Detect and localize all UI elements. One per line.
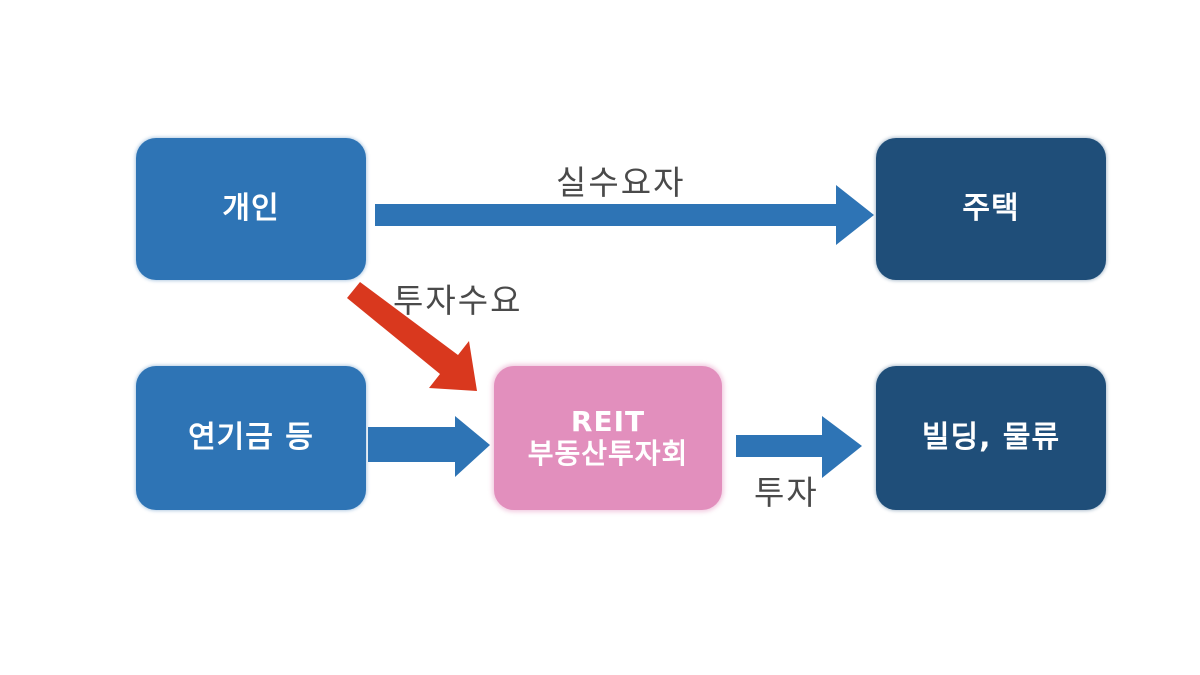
node-housing-label: 주택 — [962, 190, 1020, 226]
edge-label-investment: 투자 — [754, 473, 819, 512]
arrow-pension-to-reit — [368, 416, 490, 477]
node-reit: REIT 부동산투자회 — [496, 368, 720, 508]
node-reit-label-line1: REIT — [570, 404, 646, 438]
edge-label-investment-demand: 투자수요 — [393, 281, 523, 320]
node-building-logistics: 빌딩, 물류 — [878, 368, 1104, 508]
node-reit-label-line2: 부동산투자회 — [527, 437, 689, 470]
node-individual-label: 개인 — [222, 190, 280, 226]
edge-label-actual-demand: 실수요자 — [556, 163, 686, 202]
node-pension-funds: 연기금 등 — [138, 368, 364, 508]
node-individual: 개인 — [138, 140, 364, 278]
node-housing: 주택 — [878, 140, 1104, 278]
node-pension-funds-label: 연기금 등 — [188, 419, 314, 455]
node-building-logistics-label: 빌딩, 물류 — [921, 419, 1061, 455]
